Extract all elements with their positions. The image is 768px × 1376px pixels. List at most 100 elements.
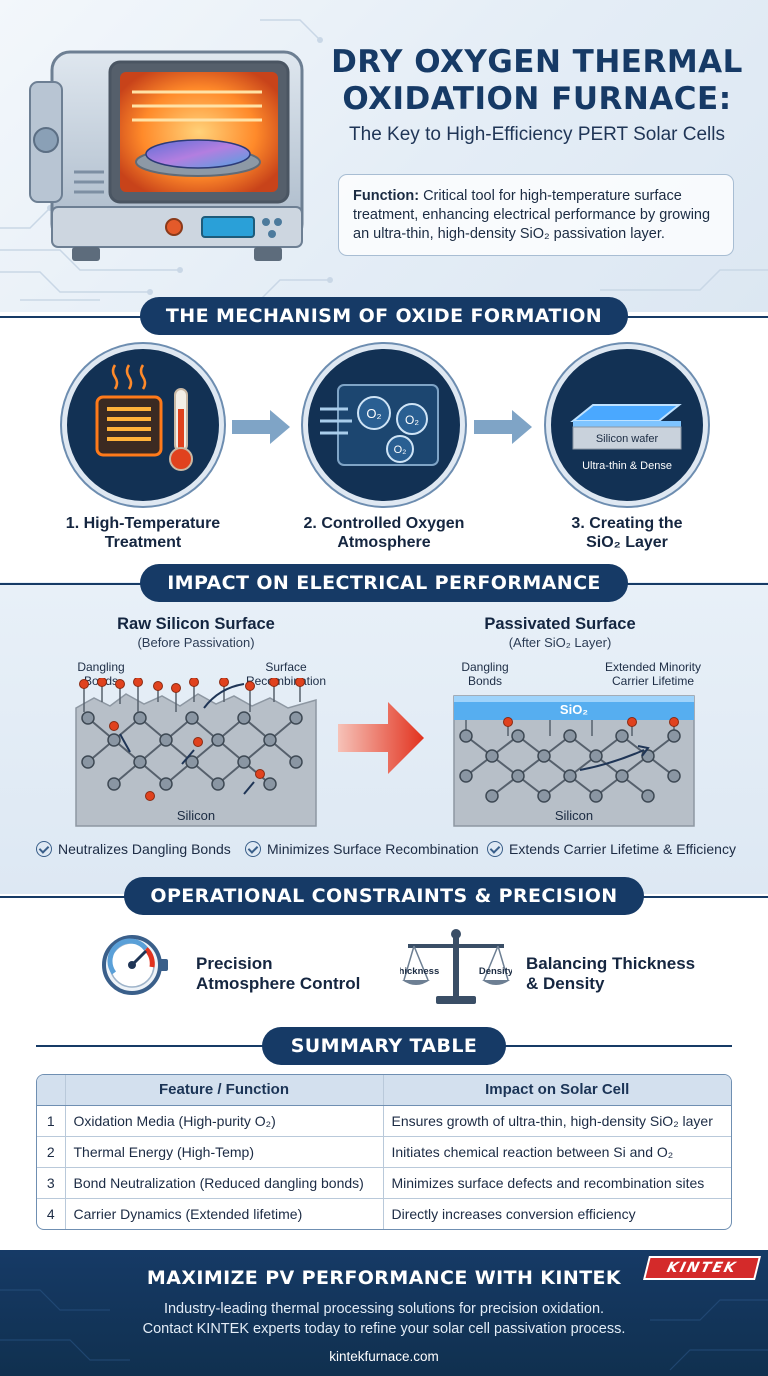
silicon-label: Silicon	[555, 808, 593, 823]
note-line: Dangling	[77, 660, 125, 674]
passivated-silicon-lattice: SiO₂ Silicon	[453, 695, 695, 827]
check-item: Extends Carrier Lifetime & Efficiency	[487, 841, 736, 857]
footer-line-1: Industry-leading thermal processing solu…	[163, 1301, 605, 1317]
check-item: Minimizes Surface Recombination	[245, 841, 479, 857]
raw-silicon-lattice: Silicon	[75, 678, 317, 827]
footer-line-2: Contact KINTEK experts today to refine y…	[142, 1321, 626, 1337]
check-item: Neutralizes Dangling Bonds	[36, 841, 231, 857]
title-line-1: DRY OXYGEN THERMAL	[331, 44, 743, 80]
check-circle-icon	[487, 841, 503, 857]
impact-heading: IMPACT ON ELECTRICAL PERFORMANCE	[140, 564, 628, 602]
balance-scale-icon: Thickness Density	[400, 929, 512, 1004]
row-index: 2	[37, 1135, 66, 1167]
label-line: Balancing Thickness	[526, 954, 696, 973]
check-label: Minimizes Surface Recombination	[267, 841, 479, 857]
o2-label: O₂	[405, 413, 419, 427]
step-label-line: SiO₂ Layer	[586, 534, 668, 551]
label-line: & Density	[526, 974, 605, 993]
note-line: Surface	[265, 660, 307, 674]
row-index: 3	[37, 1166, 66, 1198]
step-label-line: Atmosphere	[337, 534, 431, 551]
title-line-2: OXIDATION FURNACE:	[342, 81, 732, 117]
page-title: DRY OXYGEN THERMAL OXIDATION FURNACE:	[322, 44, 752, 118]
wafer-layer-icon: Silicon wafer Ultra-thin & Dense	[570, 404, 682, 472]
raw-surface-title: Raw Silicon Surface	[117, 615, 275, 633]
summary-table: Feature / Function Impact on Solar Cell …	[36, 1074, 732, 1230]
check-circle-icon	[36, 841, 52, 857]
step-1-circle	[62, 344, 224, 506]
row-index: 4	[37, 1197, 66, 1229]
row-impact: Initiates chemical reaction between Si a…	[383, 1135, 731, 1167]
step-label-line: 1. High-Temperature	[65, 515, 221, 532]
feature-column-header: Feature / Function	[65, 1075, 384, 1106]
passivated-surface-subtitle: (After SiO₂ Layer)	[508, 635, 612, 650]
oxygen-flow-icon: O₂ O₂ O₂	[320, 384, 439, 466]
raw-surface-subtitle: (Before Passivation)	[137, 635, 255, 650]
step-label-line: 2. Controlled Oxygen	[303, 515, 465, 532]
row-impact: Directly increases conversion efficiency	[383, 1197, 731, 1229]
footer-cta: KINTEK MAXIMIZE PV PERFORMANCE WITH KINT…	[0, 1250, 768, 1376]
footer-title: MAXIMIZE PV PERFORMANCE WITH KINTEK	[146, 1267, 622, 1289]
pressure-gauge-icon	[102, 935, 168, 995]
footer-circuit-pattern	[0, 1289, 768, 1371]
transition-arrow-icon	[338, 702, 424, 774]
wafer-caption: Ultra-thin & Dense	[582, 460, 672, 472]
wafer-label: Silicon wafer	[596, 433, 659, 445]
arrow-right-icon	[474, 410, 532, 444]
website-link[interactable]: kintekfurnace.com	[329, 1349, 439, 1364]
furnace-illustration	[29, 50, 304, 261]
row-impact: Ensures growth of ultra-thin, high-densi…	[383, 1104, 731, 1136]
thickness-label: Thickness	[400, 966, 439, 977]
label-line: Precision	[196, 954, 273, 973]
row-feature: Bond Neutralization (Reduced dangling bo…	[65, 1166, 384, 1198]
label-line: Atmosphere Control	[196, 974, 361, 993]
arrow-right-icon	[232, 410, 290, 444]
sio2-layer-label: SiO₂	[560, 702, 588, 717]
function-label: Function:	[353, 188, 420, 204]
row-impact: Minimizes surface defects and recombinat…	[383, 1166, 731, 1198]
row-feature: Oxidation Media (High-purity O₂)	[65, 1104, 384, 1136]
step-2-circle: O₂ O₂ O₂	[303, 344, 465, 506]
function-box: Function: Critical tool for high-tempera…	[338, 174, 734, 256]
check-circle-icon	[245, 841, 261, 857]
passivated-surface-title: Passivated Surface	[484, 615, 636, 633]
step-label-line: 3. Creating the	[571, 515, 683, 532]
step-3-circle: Silicon wafer Ultra-thin & Dense	[546, 344, 708, 506]
constraints-heading: OPERATIONAL CONSTRAINTS & PRECISION	[124, 877, 644, 915]
silicon-label: Silicon	[177, 808, 215, 823]
check-label: Extends Carrier Lifetime & Efficiency	[509, 841, 736, 857]
heater-icon	[95, 364, 193, 471]
step-label-line: Treatment	[104, 534, 182, 551]
mechanism-heading: THE MECHANISM OF OXIDE FORMATION	[140, 297, 628, 335]
check-label: Neutralizes Dangling Bonds	[58, 841, 231, 857]
page-subtitle: The Key to High-Efficiency PERT Solar Ce…	[349, 124, 725, 145]
density-label: Density	[479, 966, 512, 977]
summary-heading: SUMMARY TABLE	[262, 1027, 506, 1065]
balancing-thickness-label: Balancing Thickness& Density	[526, 954, 695, 994]
o2-label: O₂	[366, 406, 381, 421]
impact-column-header: Impact on Solar Cell	[383, 1075, 731, 1106]
o2-label: O₂	[394, 444, 407, 456]
index-column-header	[37, 1075, 66, 1106]
row-index: 1	[37, 1104, 66, 1136]
note-line: Extended Minority	[604, 660, 702, 674]
row-feature: Carrier Dynamics (Extended lifetime)	[65, 1197, 384, 1229]
note-line: Dangling	[461, 660, 509, 674]
hero-section: DRY OXYGEN THERMAL OXIDATION FURNACE: Th…	[0, 0, 768, 312]
function-text: Critical tool for high-temperature surfa…	[353, 188, 711, 242]
note-line: Carrier Lifetime	[611, 674, 695, 688]
note-line: Recombination	[245, 674, 327, 688]
note-line: Bonds	[467, 674, 503, 688]
row-feature: Thermal Energy (High-Temp)	[65, 1135, 384, 1167]
